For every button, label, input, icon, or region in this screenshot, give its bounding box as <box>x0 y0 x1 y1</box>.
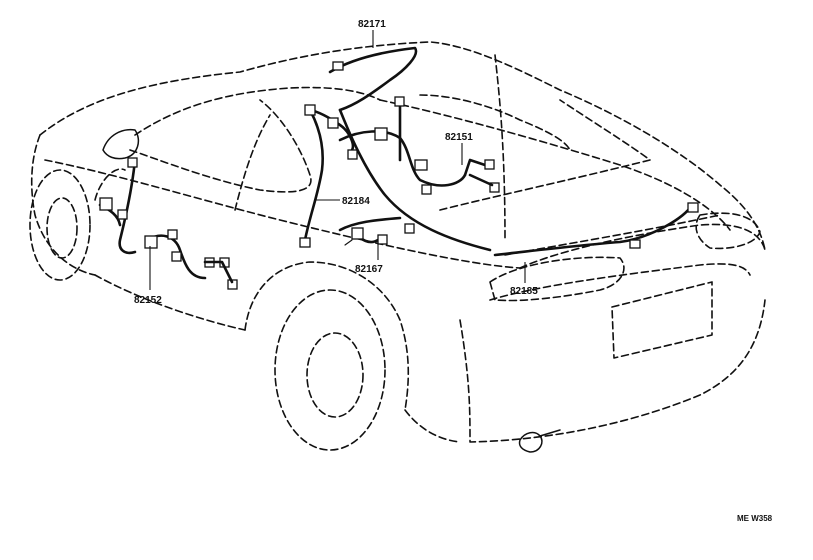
drawing-code: ME W358 <box>737 514 773 523</box>
connector <box>144 235 158 249</box>
connector <box>99 197 113 211</box>
connector <box>377 234 388 245</box>
exhaust-pipe <box>518 429 561 453</box>
connector <box>332 61 344 71</box>
connector <box>404 223 415 234</box>
harness-82184 <box>299 104 355 248</box>
connector <box>299 237 311 248</box>
connector <box>421 184 432 195</box>
part-label-82184: 82184 <box>342 196 370 207</box>
connector <box>171 251 182 262</box>
connector <box>489 182 500 193</box>
side-mirror <box>102 128 140 160</box>
connector <box>687 202 699 213</box>
connector <box>227 279 238 290</box>
harness-82151 <box>338 96 500 195</box>
leader-lines <box>149 30 526 290</box>
connector <box>414 159 428 171</box>
harness-82152 <box>98 157 238 290</box>
connector <box>351 227 364 240</box>
part-label-82152: 82152 <box>134 295 162 306</box>
part-label-82151: 82151 <box>445 132 473 143</box>
connector <box>374 127 388 141</box>
part-label-82185: 82185 <box>510 286 538 297</box>
connector <box>117 209 128 220</box>
connector <box>484 159 495 170</box>
harness-82171 <box>328 46 418 112</box>
part-label-82171: 82171 <box>358 19 386 30</box>
connector <box>629 239 641 249</box>
connector <box>327 117 339 129</box>
part-label-82167: 82167 <box>355 264 383 275</box>
connector <box>167 229 178 240</box>
harness-rear-main <box>338 108 699 257</box>
connector <box>394 96 405 107</box>
connector <box>127 157 138 168</box>
harness-82167 <box>338 216 415 246</box>
connector <box>304 104 316 116</box>
connector <box>347 149 358 160</box>
